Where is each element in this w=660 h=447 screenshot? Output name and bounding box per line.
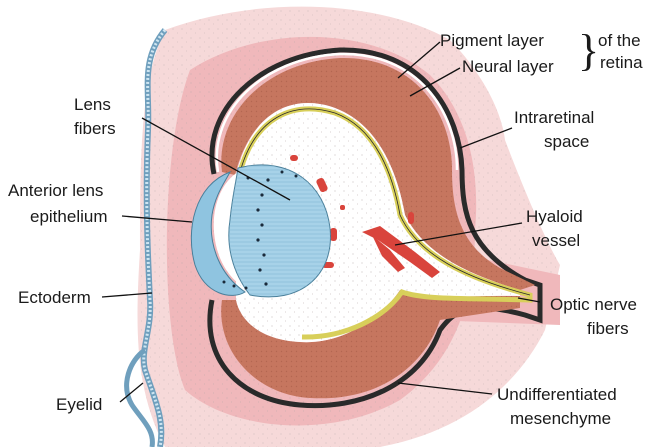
label-retina: retina bbox=[600, 53, 643, 72]
label-hyaloid-2: vessel bbox=[532, 231, 580, 250]
label-ectoderm: Ectoderm bbox=[18, 288, 91, 307]
label-lens-fibers-1: Lens bbox=[74, 95, 111, 114]
label-neural-layer: Neural layer bbox=[462, 57, 554, 76]
label-intraretinal-2: space bbox=[544, 132, 589, 151]
retina-brace: } bbox=[578, 26, 599, 75]
label-intraretinal-1: Intraretinal bbox=[514, 108, 594, 127]
label-pigment-layer: Pigment layer bbox=[440, 31, 544, 50]
label-undiff-1: Undifferentiated bbox=[497, 385, 617, 404]
label-optic-1: Optic nerve bbox=[550, 295, 637, 314]
label-of-the: of the bbox=[598, 31, 641, 50]
label-anterior-lens-1: Anterior lens bbox=[8, 181, 103, 200]
label-hyaloid-1: Hyaloid bbox=[526, 207, 583, 226]
label-optic-2: fibers bbox=[587, 319, 629, 338]
label-eyelid: Eyelid bbox=[56, 395, 102, 414]
label-undiff-2: mesenchyme bbox=[510, 409, 611, 428]
label-anterior-lens-2: epithelium bbox=[30, 207, 108, 226]
label-lens-fibers-2: fibers bbox=[74, 119, 116, 138]
